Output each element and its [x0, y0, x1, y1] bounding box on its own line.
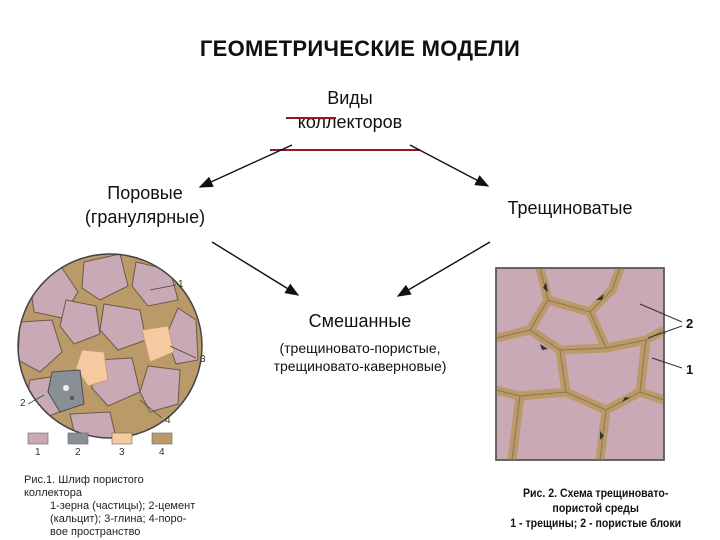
grain	[139, 365, 181, 413]
fig2-caption-line: пористой среды	[552, 501, 639, 515]
arrow-root-to-fracture	[409, 144, 490, 187]
fig1-caption-line: Рис.1. Шлиф пористого	[24, 474, 144, 486]
legend-swatch-pore	[151, 432, 173, 445]
fig1-caption-line: (кальцит); 3-глина; 4-поро-	[50, 513, 187, 525]
fig1-caption-line: вое пространство	[50, 526, 141, 538]
fig1-legend-3: 3	[119, 447, 125, 458]
pore-line1: Поровые	[107, 183, 183, 203]
root-underline-short	[286, 117, 336, 119]
fig2-callout-1: 1	[686, 362, 694, 377]
legend-swatch-cement	[67, 432, 89, 445]
legend-swatch-clay	[111, 432, 133, 445]
fig1-caption-line: коллектора	[24, 487, 82, 499]
arrow-root-to-pore	[198, 144, 293, 188]
fig1-legend-2: 2	[75, 447, 81, 458]
arrow-fracture-to-mixed	[396, 241, 491, 297]
fracture-node: Трещиноватые	[507, 198, 633, 218]
grain	[99, 303, 147, 351]
page-title: ГЕОМЕТРИЧЕСКИЕ МОДЕЛИ	[199, 36, 521, 61]
mixed-node: Смешанные	[308, 311, 412, 331]
clay	[141, 325, 175, 363]
figure2-caption: Рис. 2. Схема трещиновато- пористой сред…	[498, 486, 693, 531]
grain	[81, 254, 129, 301]
fig1-callout-4: 4	[165, 415, 171, 426]
mixed-line2: (трещиновато-пористые,	[279, 340, 441, 356]
root-line1: Виды	[327, 88, 373, 108]
pore-node: Поровые (гранулярные)	[60, 181, 230, 229]
fig1-callout-1: 1	[178, 279, 184, 290]
fig2-caption-line: 1 - трещины; 2 - пористые блоки	[510, 516, 682, 530]
fig1-callout-2: 2	[20, 398, 26, 409]
legend-swatch-grain	[27, 432, 49, 445]
mixed-line3: трещиновато-каверновые)	[273, 358, 447, 374]
fig1-legend-1: 1	[35, 447, 41, 458]
clay	[75, 349, 109, 387]
fig2-caption-line: Рис. 2. Схема трещиновато-	[522, 486, 669, 500]
arrow-pore-to-mixed	[211, 241, 300, 296]
figure1-caption: Рис.1. Шлиф пористого коллектора 1-зерна…	[24, 474, 224, 539]
figure1-thin-section	[18, 254, 202, 438]
fig1-callout-3: 3	[200, 354, 206, 365]
figure2-fracture-scheme	[494, 266, 667, 461]
fig1-legend-4: 4	[159, 447, 165, 458]
fig2-callout-2: 2	[686, 316, 694, 331]
root-underline	[270, 149, 420, 151]
mixed-detail: (трещиновато-пористые, трещиновато-кавер…	[230, 339, 490, 375]
fig1-caption-line: 1-зерна (частицы); 2-цемент	[50, 500, 196, 512]
pore-line2: (гранулярные)	[84, 207, 206, 227]
grain	[59, 299, 101, 345]
